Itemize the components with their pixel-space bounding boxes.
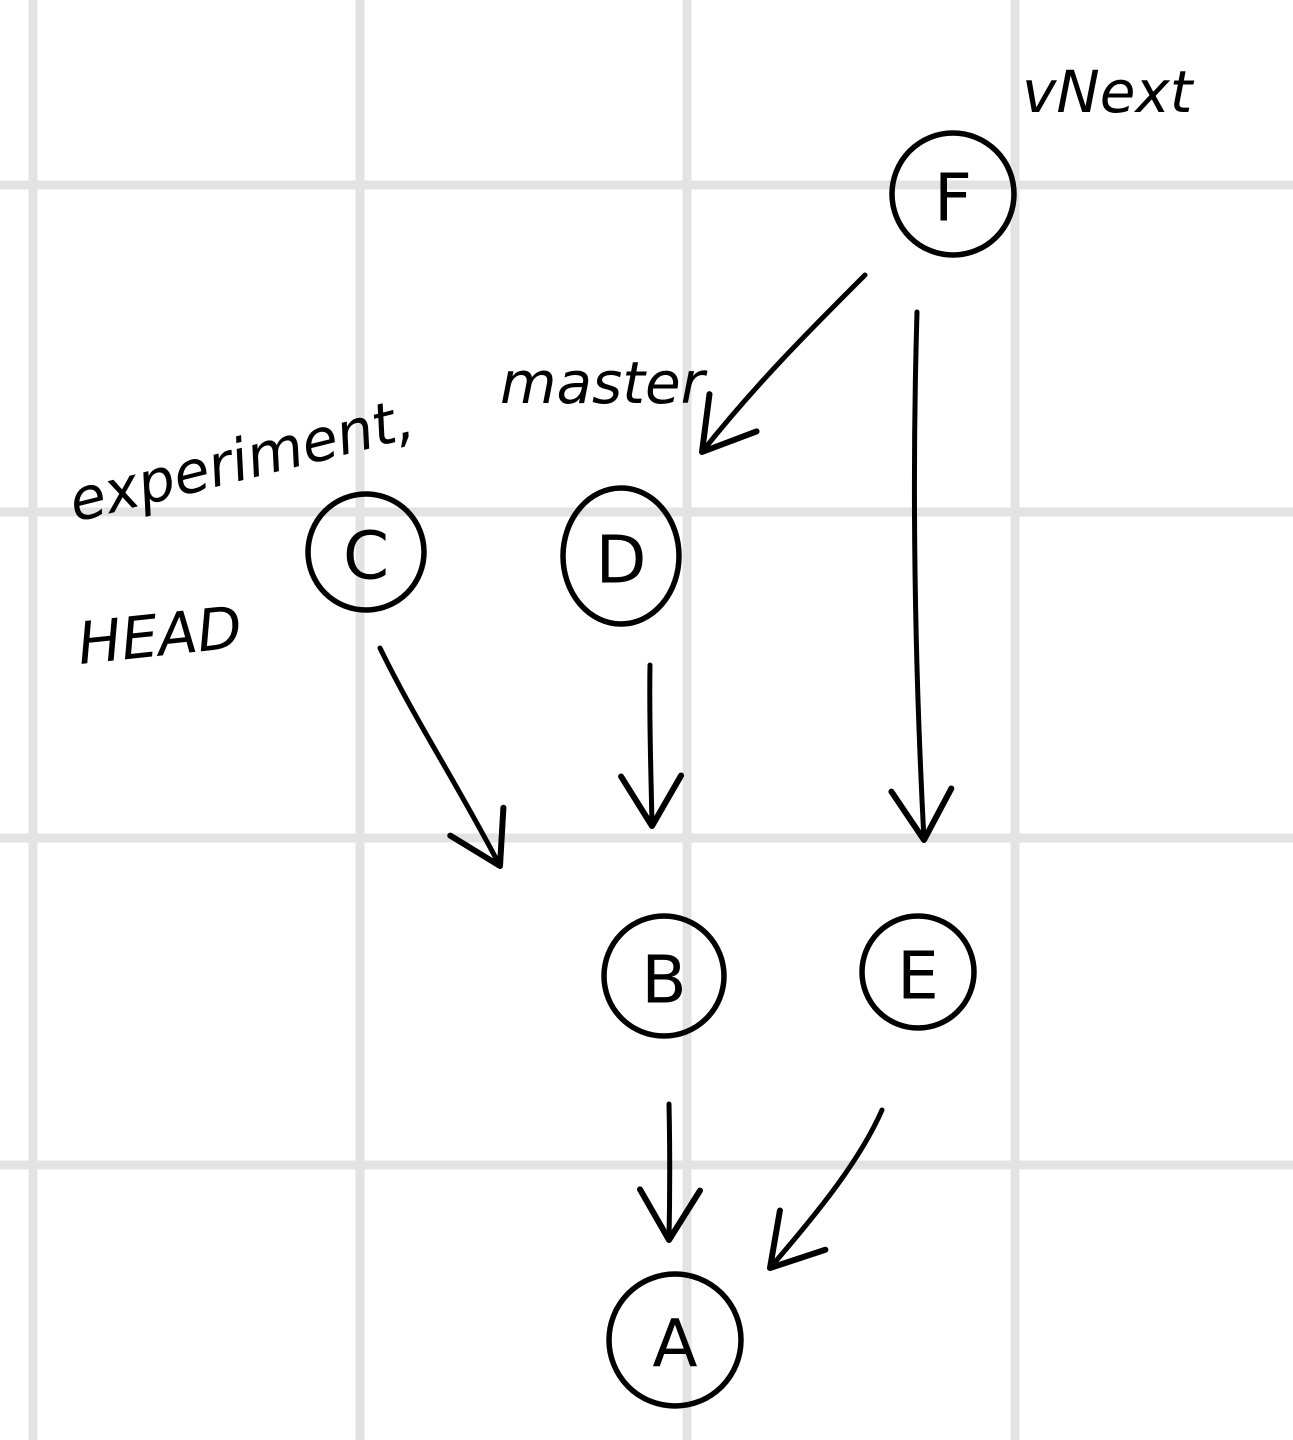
commit-label-f: F (934, 160, 972, 237)
edges (377, 272, 955, 1271)
edge-F-E-arrow (888, 309, 955, 843)
commit-label-a: A (652, 1306, 697, 1383)
ref-label-head: HEAD (74, 593, 245, 678)
edge-D-B-arrow (618, 662, 685, 829)
edge-B-A-arrow (637, 1101, 703, 1243)
commit-node-f: F (889, 130, 1017, 258)
commit-node-c: C (305, 491, 427, 613)
ref-label-master: master (500, 349, 708, 417)
commit-node-d: D (560, 485, 682, 627)
commit-node-a: A (606, 1271, 744, 1409)
ref-label-vnext: vNext (1022, 58, 1195, 126)
commit-label-e: E (897, 938, 939, 1015)
commit-label-c: C (343, 518, 389, 595)
commit-label-b: B (641, 942, 686, 1019)
commit-label-d: D (596, 522, 647, 599)
edge-F-D-arrow (699, 272, 868, 455)
commit-node-b: B (601, 913, 727, 1039)
commit-node-e: E (859, 913, 977, 1031)
edge-E-A-arrow (767, 1107, 885, 1271)
edge-C-B-arrow (377, 645, 507, 869)
ref-labels: vNext master experiment, HEAD (62, 58, 1195, 678)
